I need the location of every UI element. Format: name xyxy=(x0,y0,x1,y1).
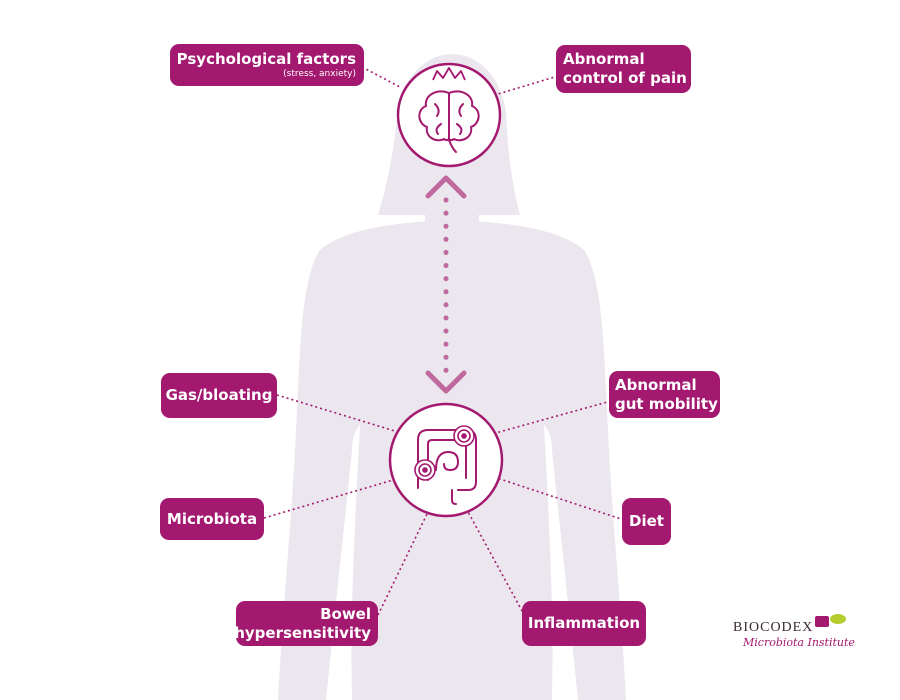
label-bowel-line1: Bowel xyxy=(320,604,371,623)
inflammation-marker-icon xyxy=(414,425,475,481)
label-bowel-hypersensitivity: Bowel hypersensitivity xyxy=(234,601,378,646)
connector-gas xyxy=(276,394,399,433)
brain-circle xyxy=(396,62,502,168)
label-diet: Diet xyxy=(622,498,671,545)
label-pain-line2: control of pain xyxy=(563,69,687,87)
gut-circle xyxy=(388,402,504,518)
connector-lines xyxy=(263,66,625,621)
label-bowel-line2: hypersensitivity xyxy=(234,623,371,642)
arrow-down-icon xyxy=(425,370,467,394)
crown-icon xyxy=(432,67,466,81)
connector-psychological xyxy=(361,66,401,88)
connector-mobility xyxy=(491,400,612,435)
label-mobility-line1: Abnormal xyxy=(615,375,697,394)
connector-bowel xyxy=(377,511,429,616)
logo-institute: Microbiota Institute xyxy=(743,636,855,649)
label-psychological-factors: Psychological factors (stress, anxiety) xyxy=(170,44,364,86)
biocodex-logo: BIOCODEX Microbiota Institute xyxy=(733,614,863,654)
label-abnormal-gut-mobility: Abnormal gut mobility xyxy=(609,371,720,418)
connector-inflammation xyxy=(466,509,528,621)
label-inflammation: Inflammation xyxy=(522,601,646,646)
connector-pain xyxy=(497,75,559,95)
biocodex-logo-mark xyxy=(815,614,846,627)
arrow-up-icon xyxy=(425,175,467,199)
label-psychological-title: Psychological factors xyxy=(176,50,356,68)
logo-brand: BIOCODEX xyxy=(733,620,814,635)
label-abnormal-pain-control: Abnormal control of pain xyxy=(556,45,691,93)
label-psychological-subtitle: (stress, anxiety) xyxy=(283,69,356,79)
label-pain-line1: Abnormal xyxy=(563,50,645,68)
brain-icon xyxy=(418,90,480,153)
label-gas-bloating: Gas/bloating xyxy=(161,373,277,418)
label-gas-text: Gas/bloating xyxy=(165,386,273,404)
label-microbiota-text: Microbiota xyxy=(166,509,258,528)
label-inflammation-text: Inflammation xyxy=(527,614,641,632)
label-microbiota: Microbiota xyxy=(160,498,264,540)
label-mobility-line2: gut mobility xyxy=(615,394,718,413)
brain-gut-axis-arrow xyxy=(425,175,467,394)
connector-diet xyxy=(496,477,625,521)
label-diet-text: Diet xyxy=(629,512,664,530)
